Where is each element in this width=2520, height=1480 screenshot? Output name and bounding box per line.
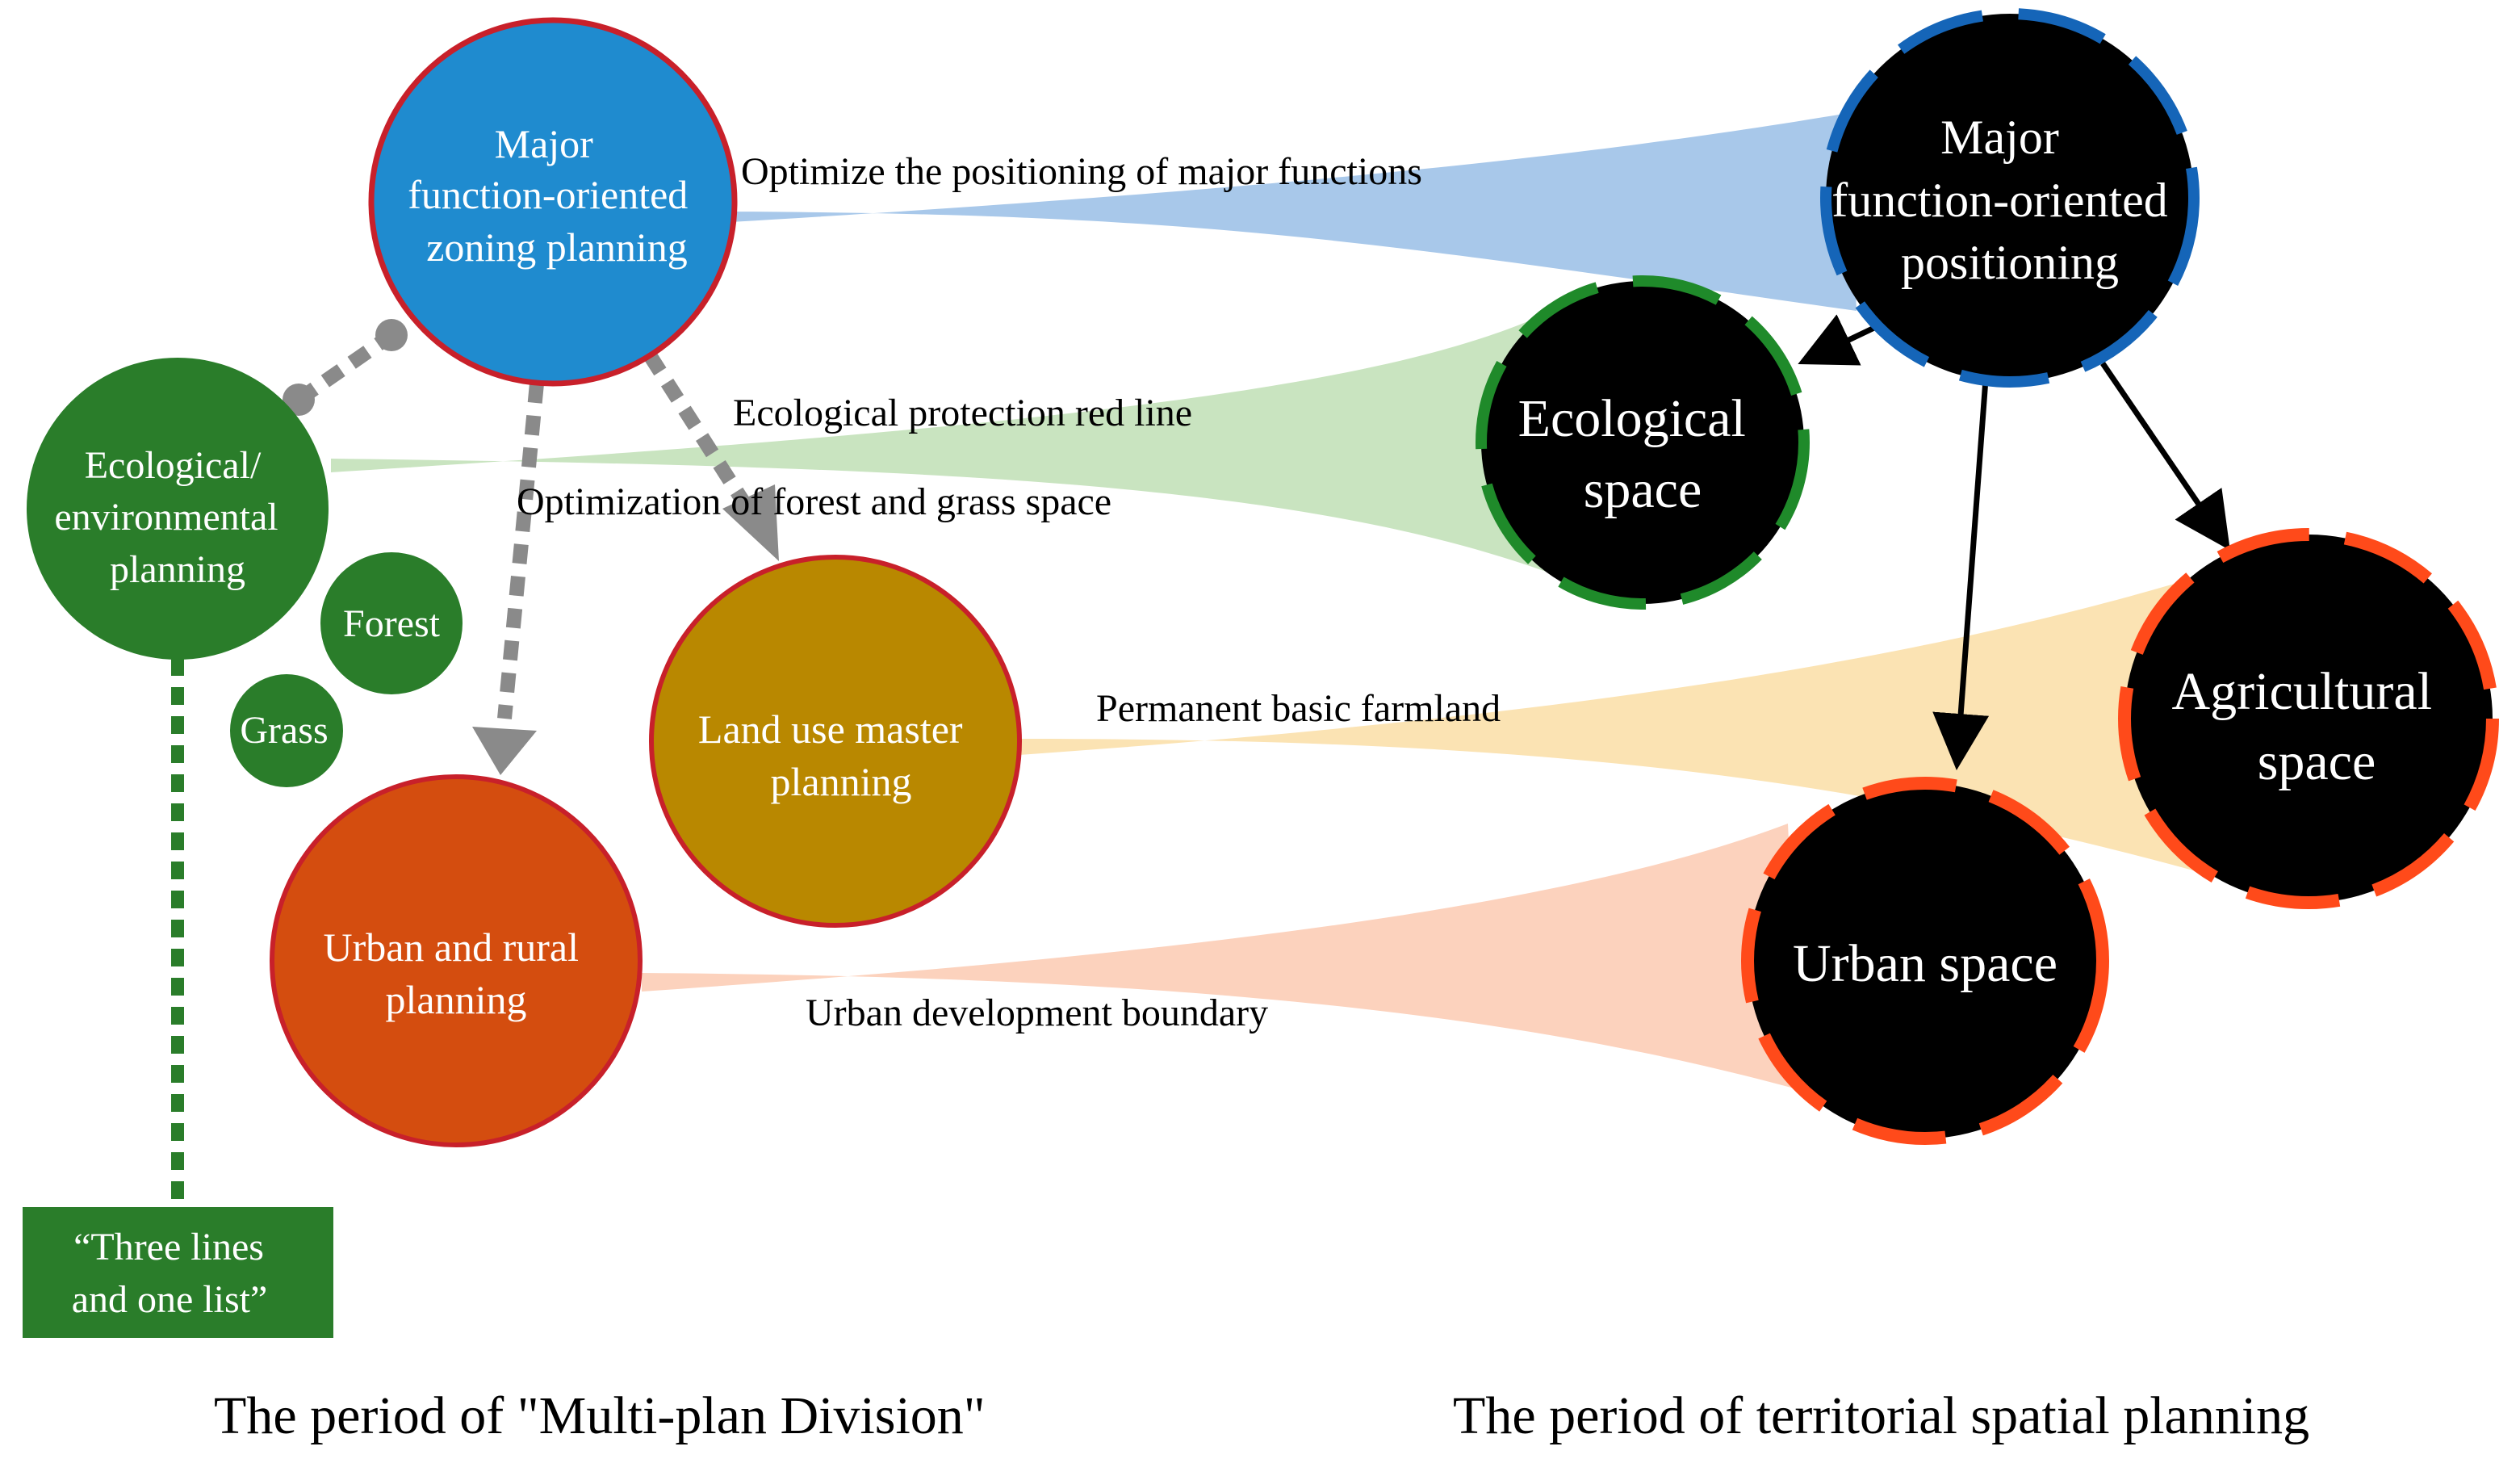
major-positioning-line-3: positioning (1901, 236, 2119, 289)
flow-label-eco-red: Ecological protection red line (733, 392, 1192, 434)
grey-arrowhead-land (722, 484, 779, 561)
land-use-line-2: planning (771, 759, 912, 804)
grey-dashed-connectors (294, 329, 749, 719)
urban-rural-line-1: Urban and rural (323, 924, 579, 970)
connector-dot-left (283, 384, 315, 416)
node-land-use: Land use master planning (649, 555, 1022, 928)
agricultural-space-line-2: space (2258, 732, 2376, 791)
svg-text:Land use master planning: Land use master planning (698, 706, 973, 804)
land-use-line-1: Land use master (698, 706, 963, 752)
node-ecological-space: Ecological space (1476, 275, 1810, 610)
major-zoning-line-3: zoning planning (426, 224, 688, 270)
svg-text:Grass: Grass (240, 709, 328, 752)
flow-label-urban-boundary: Urban development boundary (806, 992, 1268, 1034)
eco-env-line-2: environmental (54, 496, 278, 539)
svg-text:Major function-oriented: Major function-oriented zoning planning (408, 121, 698, 270)
connector-dot-right (375, 319, 408, 351)
svg-text:“Three lines and one lis: “Three lines and one list” (72, 1226, 274, 1321)
caption-left: The period of "Multi-plan Division" (214, 1386, 986, 1445)
node-agricultural-space: Agricultural space (2118, 528, 2499, 909)
major-positioning-line-1: Major (1940, 111, 2059, 164)
agricultural-space-line-1: Agricultural (2171, 662, 2432, 721)
svg-text:Major function-oriented: Major function-oriented positioning (1831, 111, 2180, 289)
svg-text:Agricultural space: Agricultural space (2171, 662, 2445, 791)
ecological-space-line-2: space (1584, 460, 1702, 519)
three-lines-line-1: “Three lines (73, 1226, 264, 1268)
major-positioning-line-2: function-oriented (1831, 174, 2168, 227)
node-major-zoning: Major function-oriented zoning planning (368, 17, 738, 387)
node-ecological-env: Ecological/ environmental planning (27, 358, 329, 660)
flow-label-farmland: Permanent basic farmland (1096, 687, 1501, 730)
eco-env-line-3: planning (110, 548, 245, 591)
flow-ribbon-urban (642, 824, 1800, 1090)
node-grass: Grass (230, 674, 343, 787)
node-major-positioning: Major function-oriented positioning (1820, 8, 2200, 388)
flow-label-major: Optimize the positioning of major functi… (741, 150, 1422, 193)
caption-right: The period of territorial spatial planni… (1453, 1386, 2309, 1445)
eco-env-line-1: Ecological/ (85, 444, 262, 487)
flow-ribbon-major (730, 113, 1857, 311)
svg-text:Ecological space: Ecological space (1518, 389, 1760, 519)
svg-text:Urban space: Urban space (1793, 934, 2057, 993)
flow-labels: Optimize the positioning of major functi… (517, 150, 1501, 1034)
node-urban-space: Urban space (1741, 777, 2109, 1145)
major-zoning-line-1: Major (495, 121, 594, 166)
svg-text:Ecological/ environmenta: Ecological/ environmental planning (54, 444, 287, 591)
grey-arrowhead-urban (472, 727, 537, 775)
flow-label-forest-grass: Optimization of forest and grass space (517, 480, 1111, 523)
urban-rural-line-2: planning (386, 977, 527, 1022)
ecological-space-line-1: Ecological (1518, 389, 1746, 448)
svg-text:Urban and rural planning: Urban and rural planning (323, 924, 588, 1022)
flow-ribbon-ecological (331, 319, 1582, 585)
node-urban-rural: Urban and rural planning (270, 774, 643, 1147)
three-lines-line-2: and one list” (72, 1278, 268, 1321)
svg-text:Forest: Forest (343, 602, 441, 645)
three-lines-box: “Three lines and one list” (23, 1207, 333, 1338)
major-zoning-line-2: function-oriented (408, 172, 688, 217)
node-forest: Forest (320, 552, 463, 694)
